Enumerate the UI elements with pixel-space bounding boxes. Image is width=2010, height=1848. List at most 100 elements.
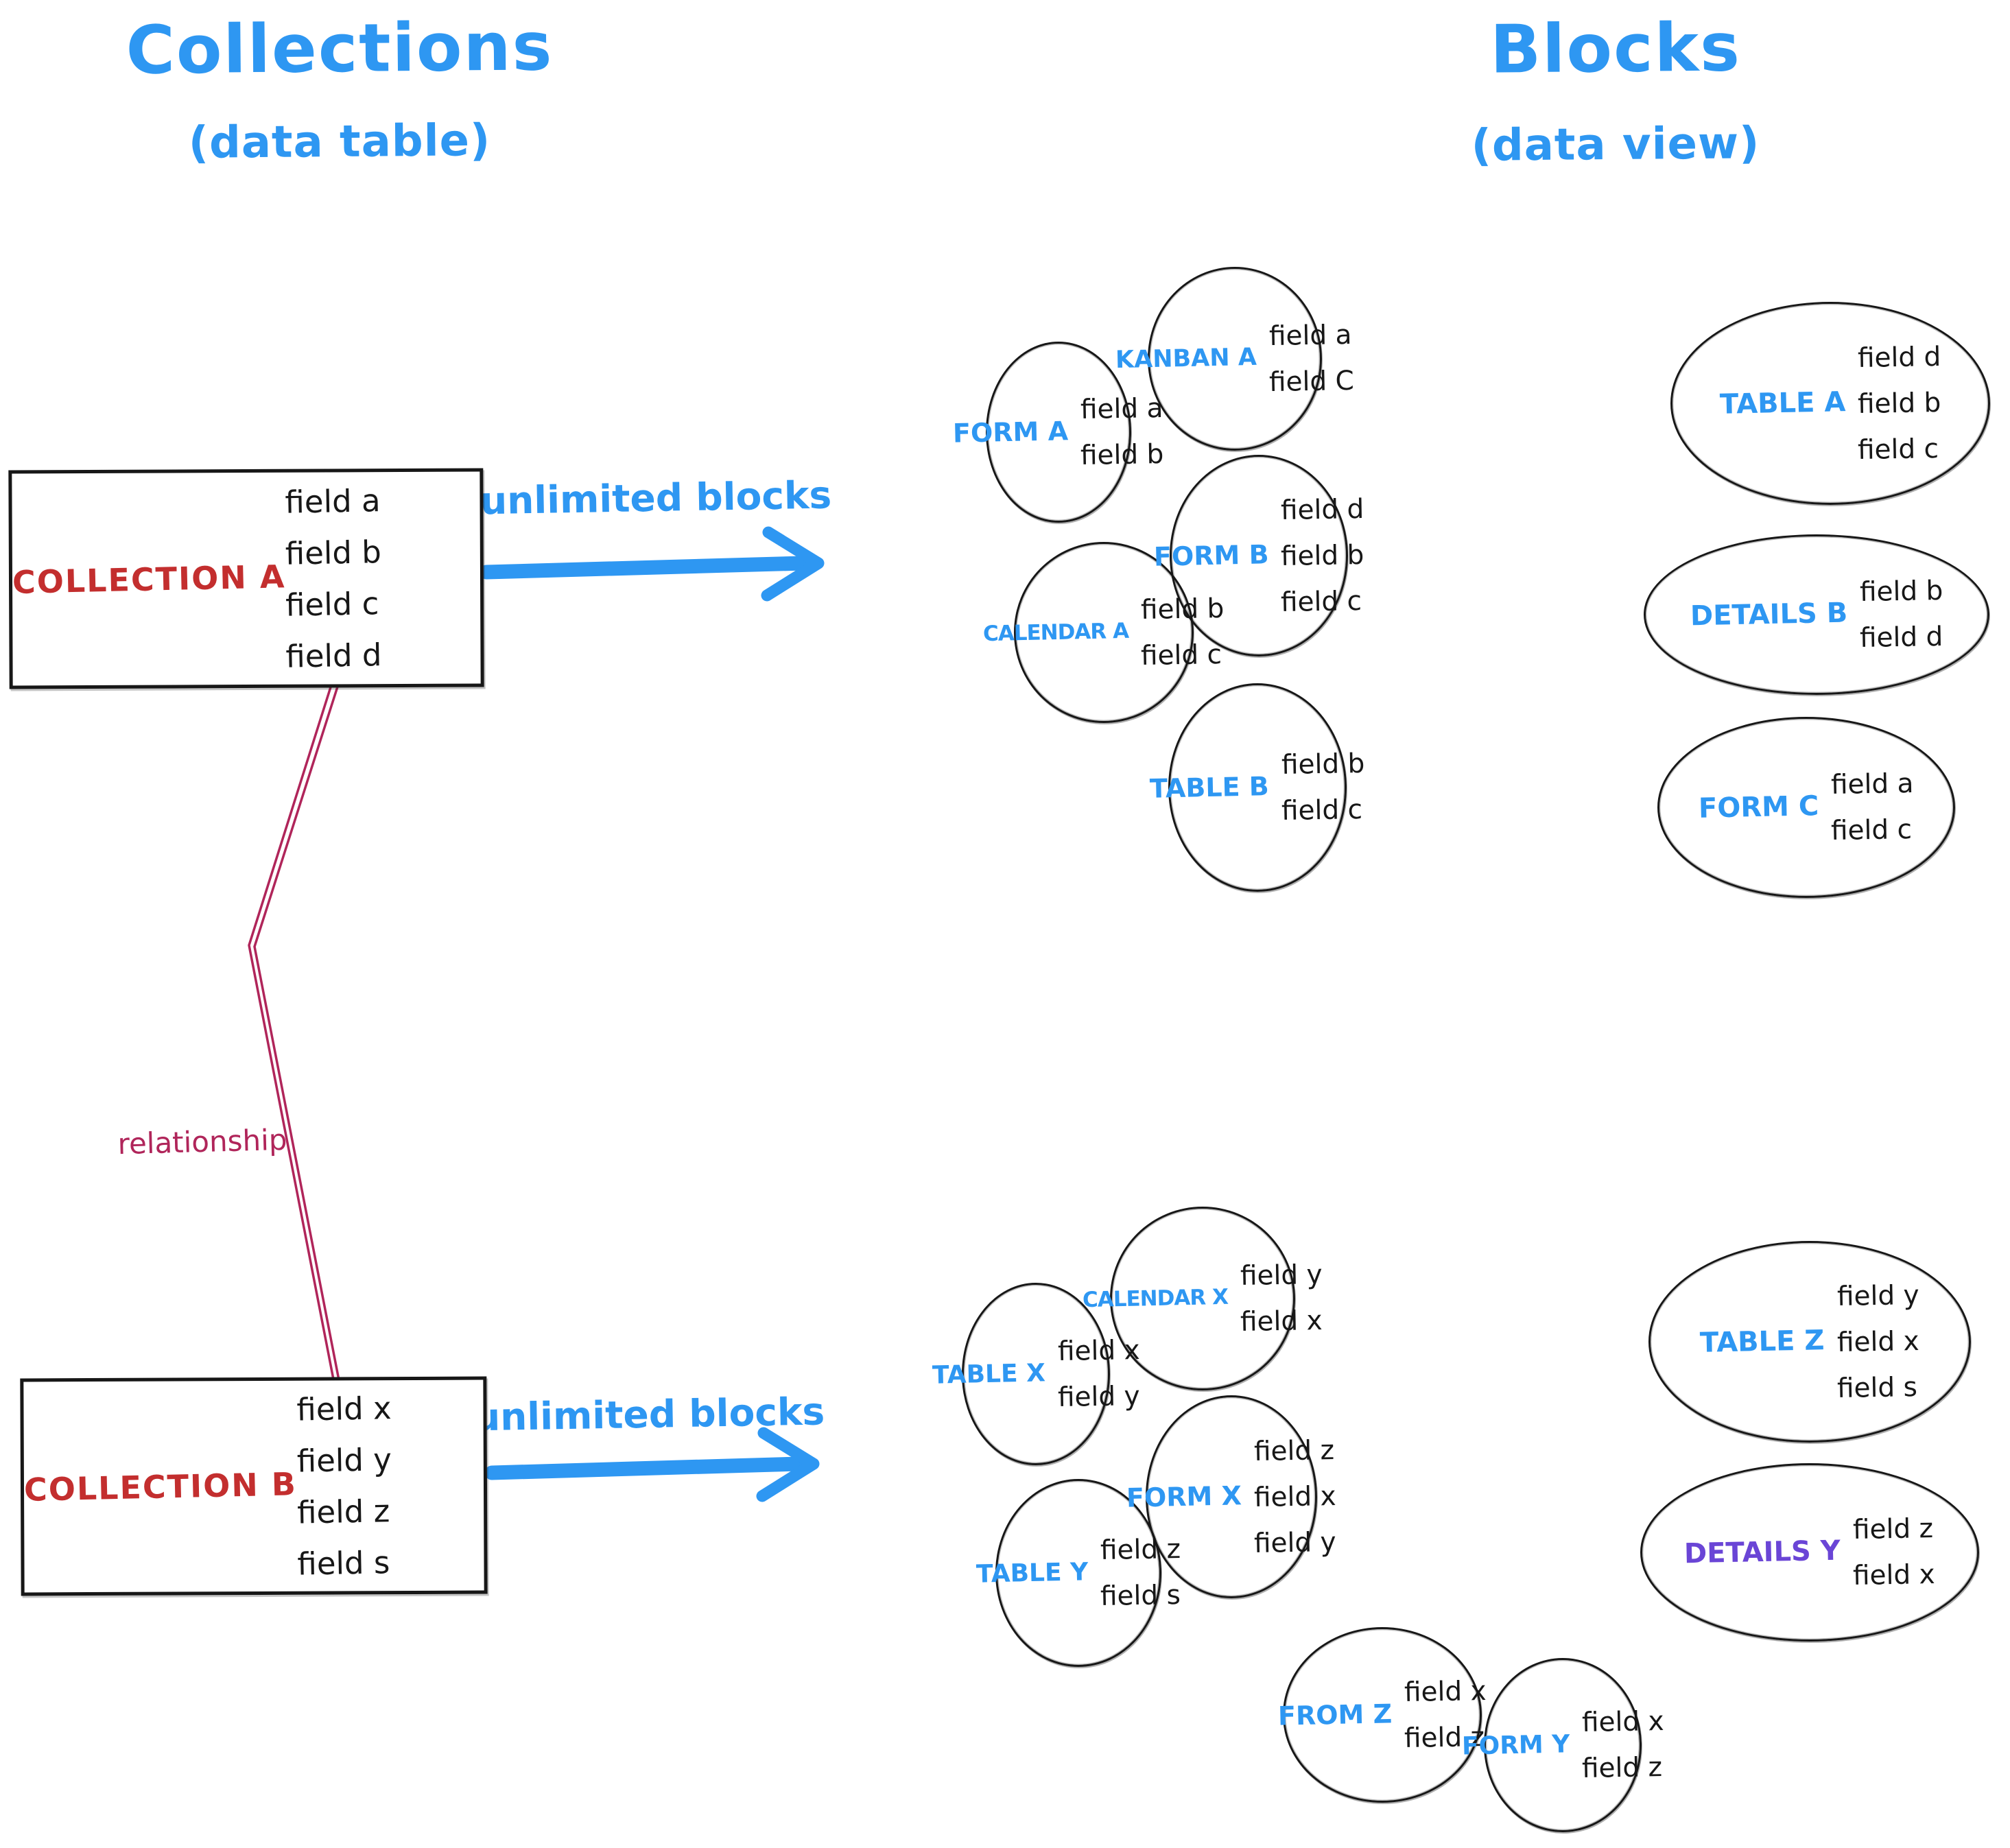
block-field: field x (1852, 1559, 1936, 1592)
block-ellipse-calendar-x: CALENDAR X field y field x (1083, 1207, 1323, 1390)
block-fields: field a field c (1830, 768, 1915, 847)
block-field: field d (1280, 493, 1364, 526)
block-field: field y (1836, 1279, 1919, 1312)
block-label: FORM C (1698, 790, 1819, 825)
collection-b-fields: field x field y field z field s (296, 1389, 392, 1583)
block-field: field s (1836, 1371, 1918, 1404)
block-field: field y (1253, 1526, 1337, 1559)
unlimited-blocks-arrow-top-icon (479, 526, 825, 602)
block-ellipse-form-a: FORM A field a field b (953, 342, 1164, 523)
blocks-subtitle: (data view) (1471, 118, 1760, 171)
collection-field: field y (296, 1441, 392, 1480)
block-label: CALENDAR X (1082, 1284, 1229, 1313)
block-field: field c (1281, 794, 1363, 827)
collection-field: field b (285, 533, 382, 572)
relationship-label: relationship (117, 1122, 288, 1161)
block-ellipse-table-y: TABLE Y field z field s (976, 1479, 1181, 1667)
block-field: field c (1140, 639, 1222, 672)
block-ellipse-details-y: DETAILS Y field z field x (1640, 1463, 1979, 1642)
block-ellipse-table-z: TABLE Z field y field x field s (1648, 1241, 1971, 1443)
unlimited-blocks-arrow-bottom-icon (484, 1427, 820, 1502)
block-fields: field z field x field y (1253, 1434, 1337, 1559)
block-ellipse-form-y: FORM Y field x field z (1461, 1658, 1664, 1832)
block-field: field b (1281, 748, 1365, 781)
unlimited-blocks-label-top: unlimited blocks (480, 473, 832, 523)
block-field: field c (1857, 433, 1939, 466)
block-ellipse-form-c: FORM C field a field c (1657, 717, 1955, 898)
block-label: FORM Y (1461, 1729, 1570, 1761)
block-field: field x (1404, 1675, 1487, 1709)
block-label: DETAILS Y (1683, 1535, 1841, 1570)
block-field: field a (1830, 768, 1915, 801)
block-field: field c (1830, 814, 1913, 847)
block-ellipse-from-z: FROM Z field x field z (1278, 1627, 1487, 1803)
unlimited-blocks-label-bottom: unlimited blocks (473, 1389, 825, 1440)
block-field: field y (1240, 1259, 1323, 1292)
block-label: TABLE A (1719, 386, 1846, 420)
block-field: field a (1080, 392, 1164, 426)
block-ellipse-calendar-a: CALENDAR A field b field c (983, 542, 1225, 723)
block-field: field b (1280, 539, 1364, 572)
block-field: field y (1057, 1380, 1140, 1414)
block-field: field x (1581, 1705, 1664, 1739)
block-ellipse-table-b: TABLE B field b field c (1150, 683, 1365, 892)
block-ellipse-form-b: FORM B field d field b field c (1153, 455, 1364, 656)
block-ellipse-table-x: TABLE X field x field y (932, 1283, 1140, 1465)
block-fields: field a field b (1080, 392, 1165, 472)
collections-subtitle: (data table) (188, 115, 491, 169)
block-label: TABLE B (1150, 771, 1270, 804)
block-field: field x (1240, 1305, 1323, 1338)
block-ellipse-kanban-a: KANBAN A field a field C (1115, 267, 1354, 451)
block-fields: field y field x (1240, 1259, 1323, 1338)
block-field: field d (1859, 621, 1943, 654)
collection-field: field x (296, 1389, 392, 1428)
block-field: field d (1857, 341, 1941, 374)
block-label: CALENDAR A (982, 618, 1129, 647)
block-label: FORM B (1153, 539, 1269, 572)
block-label: DETAILS B (1690, 597, 1848, 632)
collections-title: Collections (126, 8, 554, 89)
block-field: field b (1857, 387, 1941, 420)
block-ellipse-table-a: TABLE A field d field b field c (1670, 302, 1990, 505)
collection-a-box: COLLECTION A field a field b field c fie… (8, 468, 484, 689)
blocks-title: Blocks (1489, 8, 1742, 88)
block-label: TABLE X (932, 1358, 1046, 1390)
block-fields: field d field b field c (1280, 493, 1364, 618)
collection-field: field s (296, 1543, 390, 1583)
block-label: FORM A (952, 416, 1069, 449)
block-ellipse-form-x: FORM X field z field x field y (1126, 1395, 1336, 1598)
block-fields: field b field d (1859, 575, 1943, 654)
block-label: TABLE Z (1700, 1325, 1825, 1359)
block-field: field c (1280, 585, 1362, 618)
block-field: field z (1253, 1434, 1335, 1467)
block-field: field z (1581, 1752, 1663, 1785)
collection-field: field a (285, 482, 381, 521)
collection-a-fields: field a field b field c field d (285, 482, 383, 675)
block-fields: field y field x field s (1836, 1279, 1919, 1404)
collection-a-name: COLLECTION A (12, 557, 286, 601)
block-field: field z (1852, 1513, 1934, 1546)
collection-field: field c (285, 584, 380, 624)
collection-b-name: COLLECTION B (23, 1465, 298, 1508)
block-field: field b (1859, 575, 1943, 608)
block-fields: field a field C (1268, 320, 1355, 399)
block-ellipse-details-b: DETAILS B field b field d (1644, 534, 1989, 695)
collection-b-box: COLLECTION B field x field y field z fie… (20, 1376, 488, 1596)
block-fields: field d field b field c (1857, 341, 1941, 466)
block-field: field s (1100, 1579, 1181, 1613)
collection-field: field z (296, 1492, 390, 1531)
block-field: field x (1836, 1325, 1919, 1358)
block-field: field x (1253, 1480, 1337, 1513)
block-label: FROM Z (1277, 1698, 1393, 1731)
block-fields: field b field c (1281, 748, 1365, 827)
collection-field: field d (285, 636, 383, 675)
block-fields: field x field z (1581, 1705, 1664, 1785)
block-label: KANBAN A (1115, 343, 1257, 375)
block-field: field C (1268, 365, 1355, 399)
block-label: FORM X (1126, 1480, 1242, 1513)
block-fields: field z field x (1852, 1513, 1936, 1592)
block-label: TABLE Y (976, 1557, 1089, 1589)
block-field: field b (1080, 438, 1165, 472)
relationship-arrow-icon (248, 664, 368, 1425)
